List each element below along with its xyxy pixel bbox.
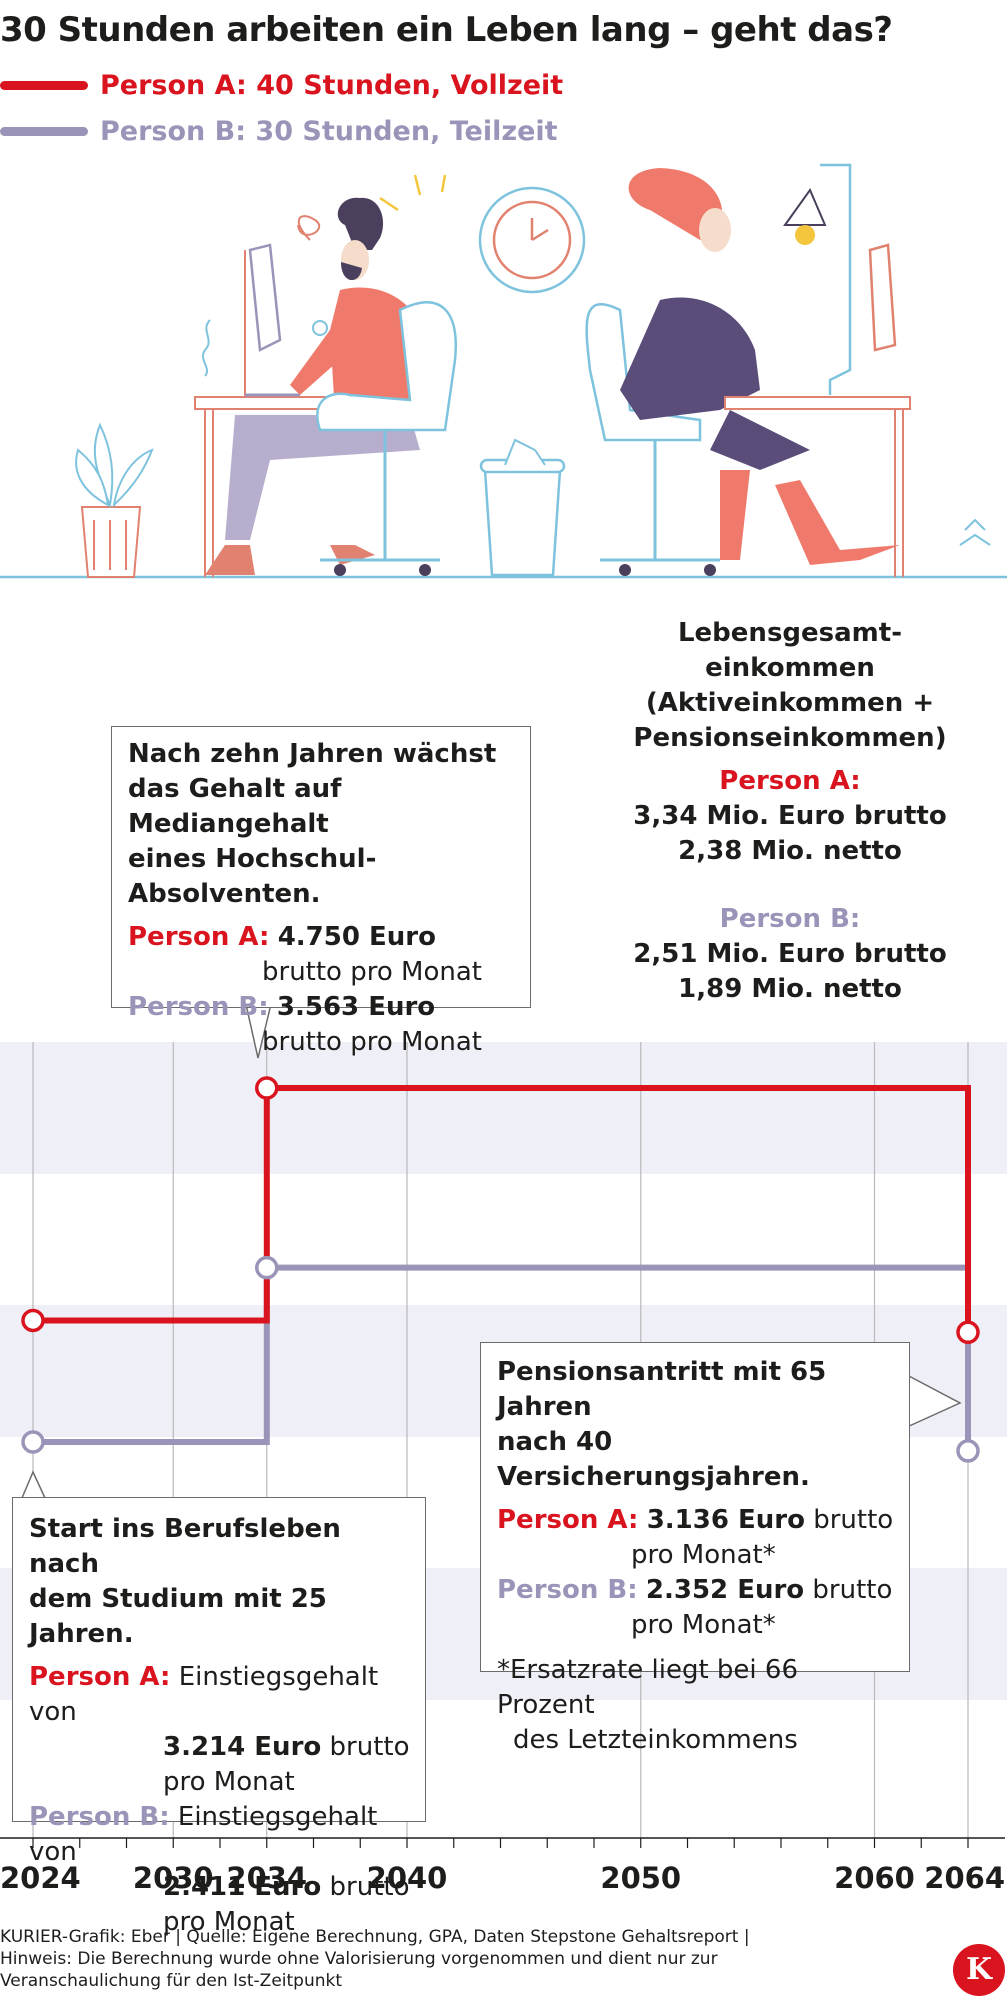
callout-box-career-start: Start ins Berufsleben nach dem Studium m… xyxy=(12,1497,426,1937)
person-b-unit: brutto pro Monat xyxy=(262,1027,482,1057)
lifetime-person-b-label: Person B: xyxy=(719,904,861,934)
callout-box-ten-years: Nach zehn Jahren wächst das Gehalt auf M… xyxy=(111,726,531,1057)
lamp-icon xyxy=(783,163,852,395)
lifetime-person-a-label: Person A: xyxy=(719,766,861,796)
waste-basket-icon xyxy=(479,438,566,577)
person-b-unit: brutto xyxy=(812,1575,893,1605)
x-tick-label: 2030 xyxy=(133,1861,214,1895)
person-b-unit: pro Monat xyxy=(163,1907,295,1937)
person-b-label: Person B: xyxy=(29,1802,170,1832)
legend-swatch-person-a xyxy=(0,80,88,90)
lifetime-heading-line: Lebensgesamt- xyxy=(677,618,902,648)
callout-heading-line: Start ins Berufsleben nach xyxy=(29,1514,341,1579)
lifetime-person-b-net: 1,89 Mio. netto xyxy=(678,974,902,1004)
x-tick-label: 2040 xyxy=(367,1861,448,1895)
page-title: 30 Stunden arbeiten ein Leben lang – geh… xyxy=(0,10,893,50)
office-illustration xyxy=(0,163,1007,579)
person-a-label: Person A: xyxy=(128,922,270,952)
marker-person-a xyxy=(956,1320,980,1345)
woman-thinking-figure xyxy=(620,168,900,565)
x-tick-label: 2024 xyxy=(0,1861,81,1895)
monitor-icon xyxy=(868,243,897,352)
clock-icon xyxy=(478,186,586,294)
legend-item-person-a: Person A: 40 Stunden, Vollzeit xyxy=(0,68,563,102)
footer-line: KURIER-Grafik: Eber | Quelle: Eigene Ber… xyxy=(0,1927,750,1947)
x-tick-label: 2050 xyxy=(600,1861,681,1895)
legend-item-person-b: Person B: 30 Stunden, Teilzeit xyxy=(0,114,558,148)
callout-pointer-left xyxy=(21,1470,46,1499)
x-tick-label: 2064 xyxy=(924,1861,1005,1895)
office-chair-left-icon xyxy=(316,301,457,576)
callout-heading-line: nach 40 Versicherungsjahren. xyxy=(497,1427,810,1492)
lifetime-heading-line: (Aktiveinkommen + xyxy=(645,688,935,718)
callout-box-retirement: Pensionsantritt mit 65 Jahren nach 40 Ve… xyxy=(480,1342,910,1755)
grid-band xyxy=(0,1042,1007,1174)
source-footer: KURIER-Grafik: Eber | Quelle: Eigene Ber… xyxy=(0,1926,760,1992)
callout-heading-line: Pensionsantritt mit 65 Jahren xyxy=(497,1357,827,1422)
callout-pointer-top xyxy=(244,1000,273,1059)
person-b-text: Einstiegsgehalt von xyxy=(29,1802,378,1867)
footer-line: Hinweis: Die Berechnung wurde ohne Valor… xyxy=(0,1949,718,1969)
person-b-unit: brutto xyxy=(329,1872,410,1902)
lifetime-person-a-net: 2,38 Mio. netto xyxy=(678,836,902,866)
marker-person-b xyxy=(956,1439,980,1463)
person-a-text: Einstiegsgehalt von xyxy=(29,1662,379,1727)
office-chair-right-icon xyxy=(585,303,720,576)
lifetime-heading-line: Pensionseinkommen) xyxy=(633,723,947,753)
person-b-salary: 3.563 Euro xyxy=(276,992,436,1022)
lifetime-income-block: Lebensgesamt- einkommen (Aktiveinkommen … xyxy=(600,616,980,1007)
footnote-line: *Ersatzrate liegt bei 66 Prozent xyxy=(497,1655,798,1720)
legend-label-person-a: Person A: 40 Stunden, Vollzeit xyxy=(100,69,564,101)
man-working-figure xyxy=(205,197,430,575)
person-a-unit: brutto xyxy=(329,1732,410,1762)
person-b-unit: pro Monat* xyxy=(631,1610,776,1640)
monitor-icon xyxy=(244,243,300,397)
person-a-unit: pro Monat xyxy=(163,1767,295,1797)
person-b-label: Person B: xyxy=(128,992,269,1022)
callout-heading-line: das Gehalt auf Mediangehalt xyxy=(128,774,342,839)
person-b-label: Person B: xyxy=(497,1575,638,1605)
x-tick-label: 2034 xyxy=(226,1861,307,1895)
marker-person-a xyxy=(255,1076,279,1100)
plant-icon xyxy=(75,422,154,578)
legend-swatch-person-b xyxy=(0,126,88,136)
person-a-unit: brutto pro Monat xyxy=(262,957,482,987)
lifetime-person-a-gross: 3,34 Mio. Euro brutto xyxy=(633,801,947,831)
callout-heading-line: Nach zehn Jahren wächst xyxy=(128,739,497,769)
person-a-label: Person A: xyxy=(497,1505,639,1535)
person-b-salary: 2.411 Euro xyxy=(163,1872,322,1902)
person-a-salary: 3.214 Euro xyxy=(163,1732,322,1762)
marker-person-b xyxy=(21,1430,45,1454)
person-a-label: Person A: xyxy=(29,1662,171,1692)
x-tick-label: 2060 xyxy=(834,1861,915,1895)
footnote-line: des Letzteinkommens xyxy=(513,1725,798,1755)
callout-heading-line: dem Studium mit 25 Jahren. xyxy=(29,1584,327,1649)
person-a-salary: 4.750 Euro xyxy=(277,922,436,952)
marker-person-b xyxy=(255,1255,279,1280)
callout-pointer-right xyxy=(906,1374,962,1428)
person-a-pension: 3.136 Euro xyxy=(646,1505,805,1535)
marker-person-a xyxy=(21,1308,45,1333)
person-a-unit: pro Monat* xyxy=(631,1540,776,1570)
lifetime-heading-line: einkommen xyxy=(705,653,875,683)
person-a-unit: brutto xyxy=(813,1505,894,1535)
legend-label-person-b: Person B: 30 Stunden, Teilzeit xyxy=(100,115,558,147)
lifetime-person-b-gross: 2,51 Mio. Euro brutto xyxy=(633,939,947,969)
kurier-logo: K xyxy=(953,1944,1005,1996)
footer-line: Veranschaulichung für den Ist-Zeitpunkt xyxy=(0,1971,343,1991)
callout-heading-line: eines Hochschul-Absolventen. xyxy=(128,844,377,909)
person-b-pension: 2.352 Euro xyxy=(645,1575,805,1605)
